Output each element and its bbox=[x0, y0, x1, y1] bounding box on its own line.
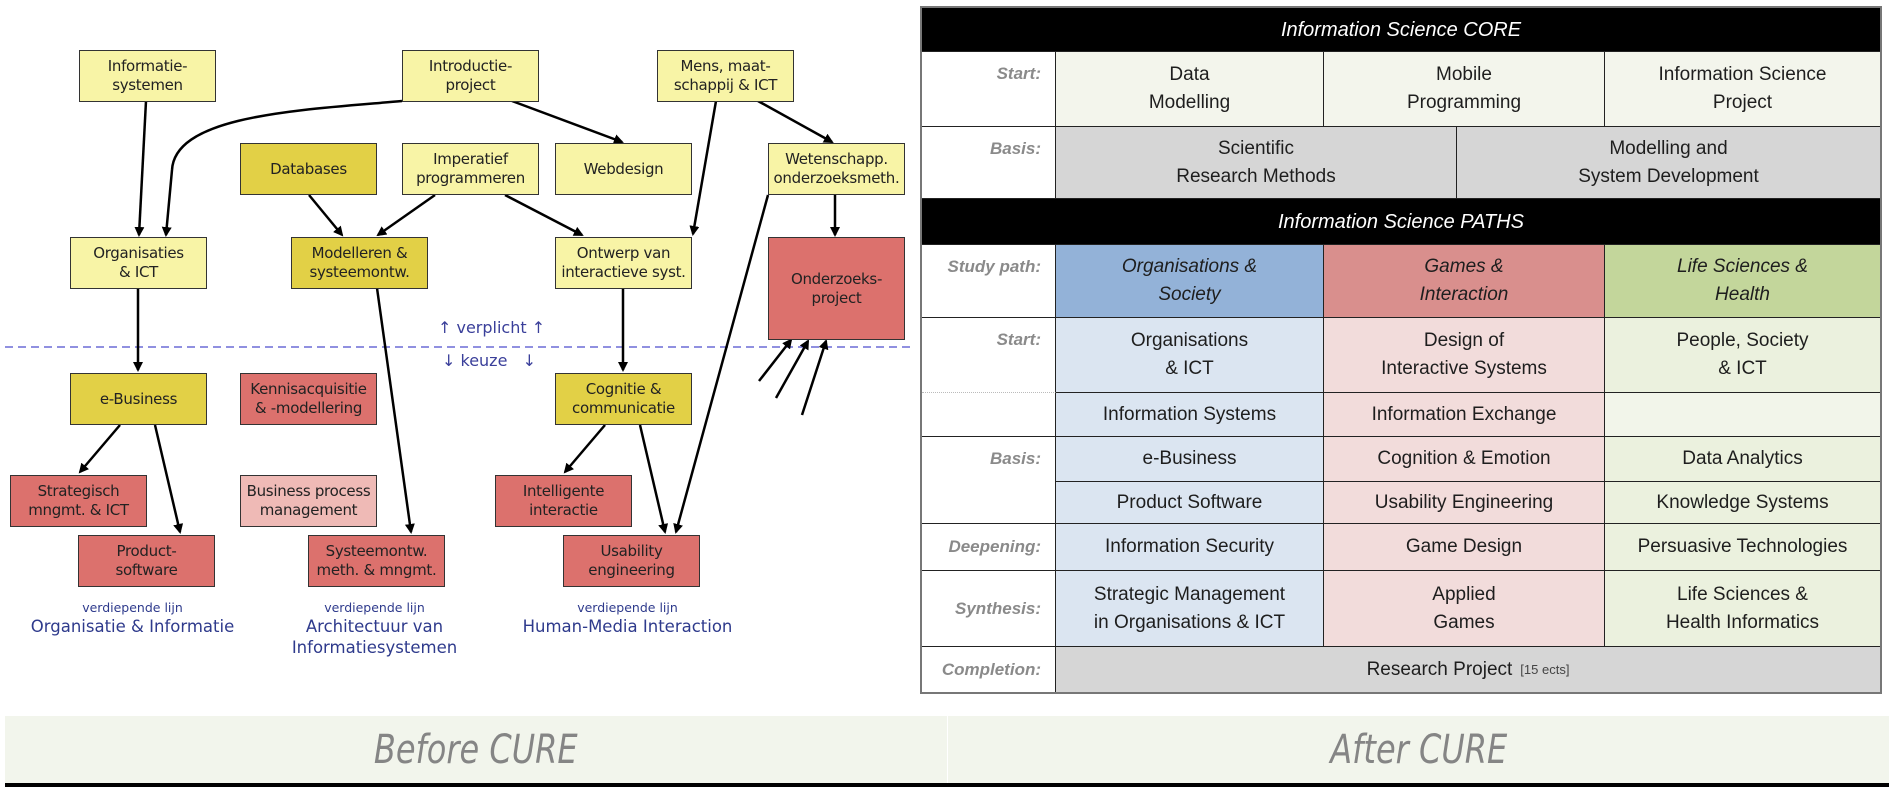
row-label-basis-paths: Basis: bbox=[922, 437, 1056, 524]
path-course: People, Society & ICT bbox=[1605, 318, 1880, 393]
row-label-start-paths: Start: bbox=[922, 318, 1056, 393]
row-label-basis: Basis: bbox=[922, 127, 1056, 199]
row-label-study-path: Study path: bbox=[922, 245, 1056, 318]
path-course: Organisations & ICT bbox=[1056, 318, 1324, 393]
caption-divider bbox=[946, 716, 948, 783]
completion-course-name: Research Project bbox=[1366, 658, 1513, 680]
arrow bbox=[308, 194, 344, 237]
path-games-interaction: Games & Interaction bbox=[1324, 245, 1605, 318]
caption-before-cure: Before CURE bbox=[373, 726, 578, 773]
core-header: Information Science CORE bbox=[922, 8, 1880, 52]
path-course: Information Exchange bbox=[1324, 393, 1605, 437]
arrow bbox=[800, 339, 829, 416]
row-label-synthesis: Synthesis: bbox=[922, 571, 1056, 647]
lane-title: Human-Media Interaction bbox=[522, 617, 733, 636]
course-e-business: e-Business bbox=[70, 373, 207, 425]
before-cure-diagram: Informatie- systemen Introductie- projec… bbox=[0, 0, 918, 700]
arrow bbox=[673, 194, 770, 534]
path-course: Usability Engineering bbox=[1324, 482, 1605, 524]
course-strategisch-mngmt: Strategisch mngmt. & ICT bbox=[10, 475, 147, 527]
completion-research-project: Research Project [15 ects] bbox=[1056, 647, 1880, 692]
course-informatiesystemen: Informatie- systemen bbox=[79, 50, 216, 102]
path-course: Information Systems bbox=[1056, 393, 1324, 437]
arrow bbox=[134, 100, 148, 237]
row-label-start: Start: bbox=[922, 52, 1056, 127]
course-usability-engineering: Usability engineering bbox=[563, 535, 700, 587]
lane-organisatie-informatie: verdiepende lijn Organisatie & Informati… bbox=[30, 600, 235, 637]
course-databases: Databases bbox=[240, 143, 377, 195]
path-course: Information Security bbox=[1056, 524, 1324, 571]
verplicht-label: ↑ verplicht ↑ bbox=[438, 318, 546, 337]
lane-sublabel: verdiepende lijn bbox=[577, 600, 678, 615]
row-label-deepening: Deepening: bbox=[922, 524, 1056, 571]
course-modelleren-systeemontw: Modelleren & systeemontw. bbox=[291, 237, 428, 289]
course-intelligente-interactie: Intelligente interactie bbox=[495, 475, 632, 527]
course-organisaties-ict: Organisaties & ICT bbox=[70, 237, 207, 289]
caption-after-cure: After CURE bbox=[1329, 726, 1507, 773]
course-ontwerp-interactieve-syst: Ontwerp van interactieve syst. bbox=[555, 237, 692, 289]
arrow bbox=[375, 287, 415, 534]
path-course: Design of Interactive Systems bbox=[1324, 318, 1605, 393]
arrow bbox=[161, 99, 403, 237]
arrow bbox=[774, 339, 810, 399]
lane-sublabel: verdiepende lijn bbox=[82, 600, 183, 615]
prerequisite-arrows bbox=[5, 99, 915, 534]
path-course: Applied Games bbox=[1324, 571, 1605, 647]
path-course: Persuasive Technologies bbox=[1605, 524, 1880, 571]
arrow bbox=[511, 99, 624, 144]
arrow bbox=[638, 424, 669, 534]
lane-title: Organisatie & Informatie bbox=[30, 617, 235, 636]
core-course-info-science-project: Information Science Project bbox=[1605, 52, 1880, 127]
caption-bar: Before CURE After CURE bbox=[5, 716, 1889, 787]
completion-ects: [15 ects] bbox=[1520, 661, 1570, 677]
keuze-label: ↓ keuze ↓ bbox=[442, 351, 537, 370]
core-course-scientific-research-methods: Scientific Research Methods bbox=[1056, 127, 1457, 199]
path-life-sciences-health: Life Sciences & Health bbox=[1605, 245, 1880, 318]
path-course: Knowledge Systems bbox=[1605, 482, 1880, 524]
row-label-completion: Completion: bbox=[922, 647, 1056, 692]
course-kennisacquisitie: Kennisacquisitie & -modellering bbox=[240, 373, 377, 425]
course-cognitie-communicatie: Cognitie & communicatie bbox=[555, 373, 692, 425]
core-course-modelling-system-development: Modelling and System Development bbox=[1457, 127, 1880, 199]
core-course-mobile-programming: Mobile Programming bbox=[1324, 52, 1605, 127]
arrow bbox=[563, 424, 606, 474]
path-course: Product Software bbox=[1056, 482, 1324, 524]
course-mens-maatschappij-ict: Mens, maat- schappij & ICT bbox=[657, 50, 794, 102]
course-systeemontw-meth-mngmt: Systeemontw. meth. & mngmt. bbox=[308, 535, 445, 587]
path-organisations-society: Organisations & Society bbox=[1056, 245, 1324, 318]
path-course: e-Business bbox=[1056, 437, 1324, 482]
path-course: Life Sciences & Health Informatics bbox=[1605, 571, 1880, 647]
paths-header: Information Science PATHS bbox=[922, 199, 1880, 245]
course-imperatief-programmeren: Imperatief programmeren bbox=[402, 143, 539, 195]
lane-title: Architectuur van Informatiesystemen bbox=[291, 617, 458, 657]
core-course-data-modelling: Data Modelling bbox=[1056, 52, 1324, 127]
path-course: Strategic Management in Organisations & … bbox=[1056, 571, 1324, 647]
lane-architectuur-informatiesystemen: verdiepende lijn Architectuur van Inform… bbox=[272, 600, 477, 658]
path-course: Data Analytics bbox=[1605, 437, 1880, 482]
course-productsoftware: Product- software bbox=[78, 535, 215, 587]
path-course: Game Design bbox=[1324, 524, 1605, 571]
lane-human-media-interaction: verdiepende lijn Human-Media Interaction bbox=[520, 600, 735, 637]
arrow bbox=[153, 424, 184, 534]
row-label-empty bbox=[922, 393, 1056, 437]
course-webdesign: Webdesign bbox=[555, 143, 692, 195]
arrow bbox=[758, 338, 793, 382]
after-cure-curriculum-table: Information Science CORE Start: Data Mod… bbox=[920, 6, 1882, 694]
lane-sublabel: verdiepende lijn bbox=[324, 600, 425, 615]
arrow bbox=[504, 193, 584, 237]
course-business-process-management: Business process management bbox=[240, 475, 377, 527]
arrow bbox=[757, 99, 834, 144]
course-wetenschapp-onderzoeksmeth: Wetenschapp. onderzoeksmeth. bbox=[768, 143, 905, 195]
course-onderzoeksproject: Onderzoeks- project bbox=[768, 237, 905, 340]
path-course-empty bbox=[1605, 393, 1880, 437]
arrow bbox=[689, 100, 718, 236]
arrow bbox=[78, 424, 121, 474]
course-introductieproject: Introductie- project bbox=[402, 50, 539, 102]
path-course: Cognition & Emotion bbox=[1324, 437, 1605, 482]
arrow bbox=[376, 193, 436, 237]
